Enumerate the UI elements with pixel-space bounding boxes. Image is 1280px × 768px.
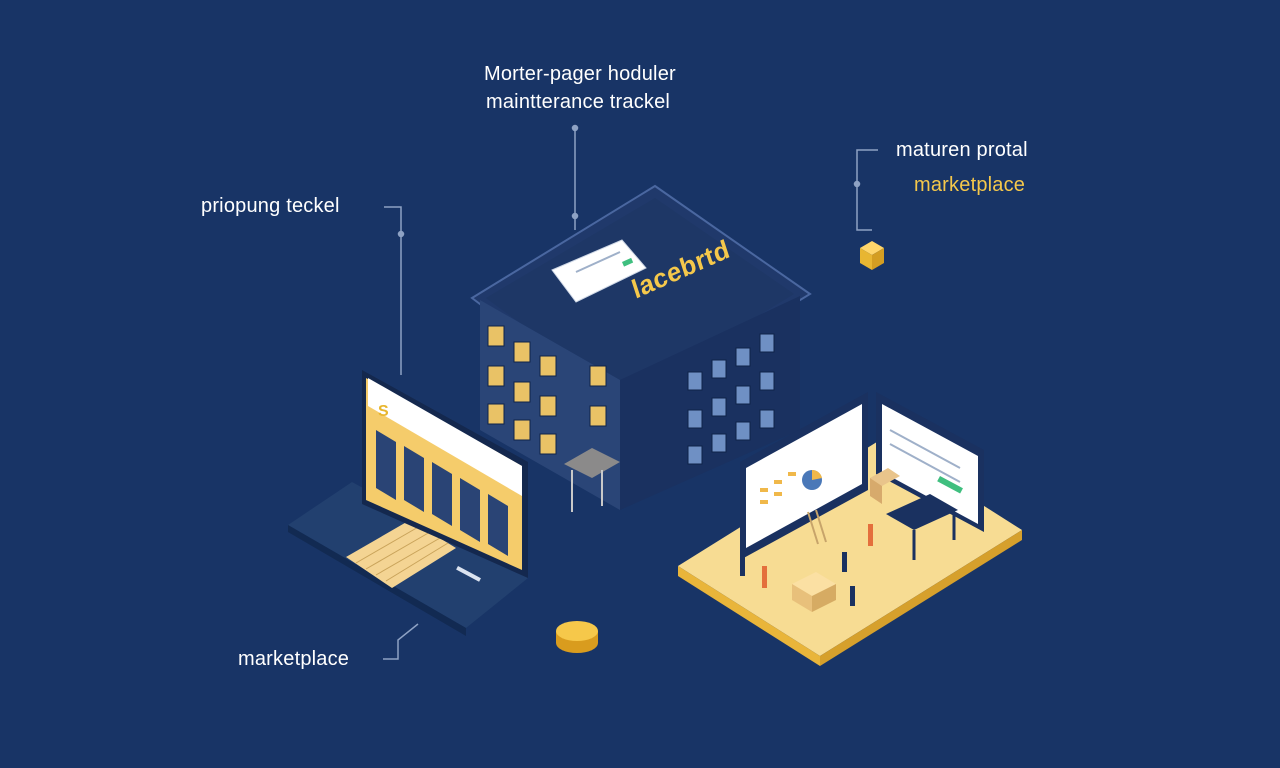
svg-text:S: S (378, 403, 389, 420)
connector-right (856, 149, 878, 231)
connector-left (384, 206, 402, 375)
label-left: priopung teckel (201, 195, 340, 217)
cube-marker (860, 241, 884, 270)
connector-lines (383, 124, 878, 660)
connector-bottom (383, 623, 419, 660)
marketplace-platform (678, 392, 1022, 666)
people-figures (740, 524, 873, 606)
label-right-line2: marketplace (914, 174, 1026, 196)
label-bottom: marketplace (238, 648, 350, 670)
label-right-line1: maturen protal (896, 139, 1028, 161)
laptop-device: S (288, 370, 528, 636)
headquarters-building (470, 184, 812, 512)
coin-marker (556, 621, 598, 653)
ladder (807, 509, 827, 545)
label-top-line1: Morter-pager hoduler (484, 63, 676, 85)
label-top-line2: maintterance trackel (486, 91, 671, 113)
